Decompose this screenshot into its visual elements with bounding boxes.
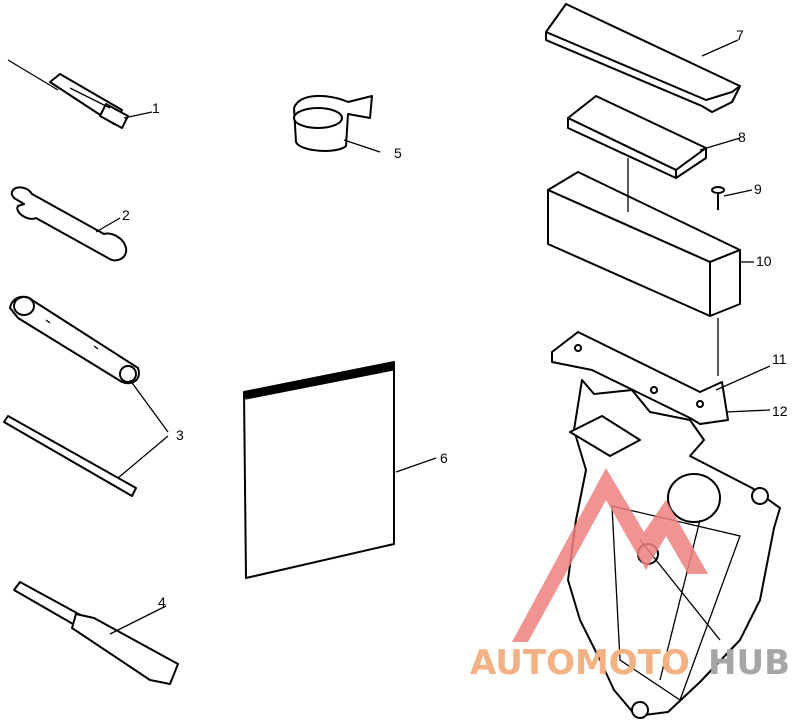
callout-9: 9 (754, 181, 762, 197)
callout-2: 2 (122, 207, 130, 223)
part-11-bracket (551, 331, 771, 425)
part-4-screwdriver (13, 581, 179, 685)
part-7-lid (545, 3, 741, 113)
callout-11: 11 (772, 351, 787, 367)
callout-4: 4 (158, 594, 166, 610)
part-10-tool-tray (547, 158, 754, 376)
callout-5: 5 (394, 145, 402, 161)
watermark-logo-icon (512, 468, 708, 642)
watermark: AUTOMOTO HUB (470, 468, 790, 683)
callout-labels: 1 2 3 4 5 6 7 8 9 10 11 12 (122, 27, 788, 610)
callout-3: 3 (176, 427, 184, 443)
part-9-screw (711, 186, 753, 210)
callout-1: 1 (152, 100, 160, 116)
callout-12: 12 (772, 403, 788, 419)
part-5-tape-roll (293, 94, 381, 153)
watermark-text-prefix: AUTOMOTO (470, 643, 690, 683)
part-2-wrench (10, 186, 128, 262)
callout-8: 8 (738, 129, 746, 145)
watermark-text-suffix: HUB (708, 643, 790, 683)
part-8-foam-pad (567, 95, 741, 179)
part-1-screwdriver (7, 59, 153, 129)
part-3-socket-wrench (3, 295, 169, 497)
callout-7: 7 (736, 27, 744, 43)
callout-10: 10 (756, 253, 772, 269)
callout-6: 6 (440, 450, 448, 466)
part-6-manual (243, 361, 437, 579)
